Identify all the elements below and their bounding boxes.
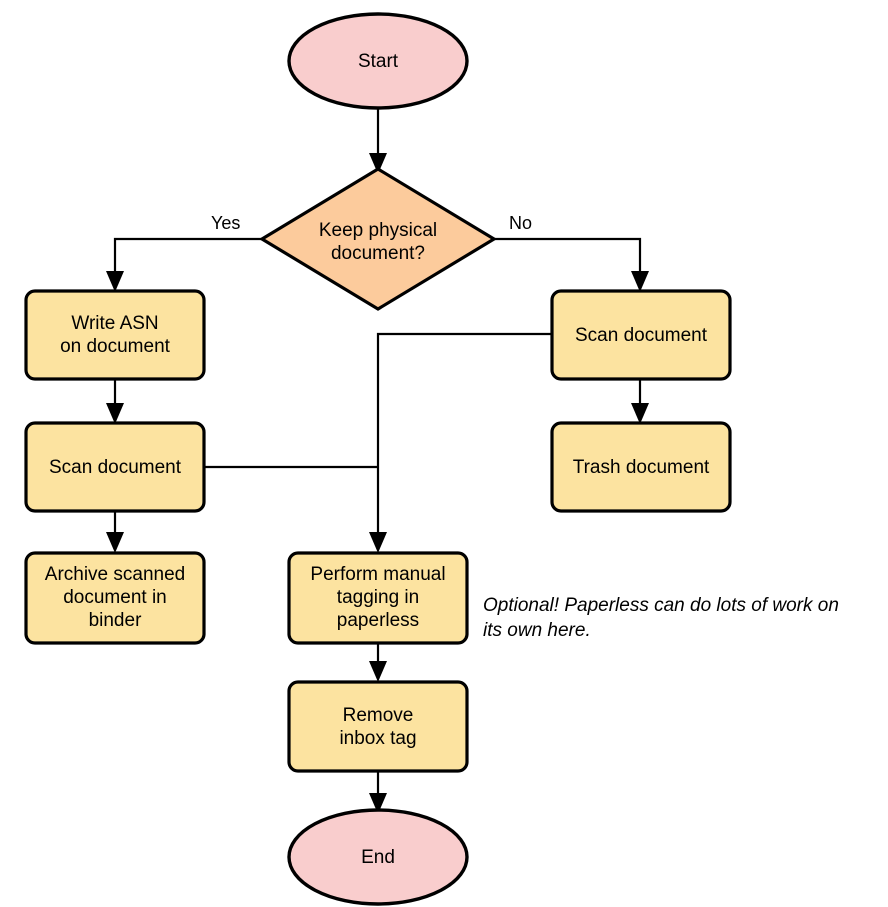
scan-document-left-box[interactable] xyxy=(24,421,206,513)
scan-document-right-box[interactable] xyxy=(550,289,732,381)
node-scan-document-right[interactable]: Scan document xyxy=(550,289,732,381)
edge-decision-no xyxy=(494,237,649,292)
node-write-asn[interactable]: Write ASN on document xyxy=(24,289,206,381)
edge-start-to-decision xyxy=(369,100,387,174)
start-label: Start xyxy=(358,51,399,72)
edge-removeinbox-to-end xyxy=(369,771,387,814)
edge-label-no: No xyxy=(509,213,532,233)
edge-scanleft-to-archive xyxy=(106,511,124,553)
scan-document-right-label: Scan document xyxy=(575,325,708,346)
decision-label-line1: Keep physical xyxy=(319,220,437,241)
manual-tagging-box[interactable] xyxy=(287,551,469,645)
annotation-note-line2: its own here. xyxy=(483,620,591,641)
edge-scanright-to-merge xyxy=(369,332,552,553)
edge-decision-yes xyxy=(106,237,262,292)
node-archive-binder[interactable]: Archive scanned document in binder xyxy=(24,551,206,645)
write-asn-label-line1: Write ASN xyxy=(71,313,158,334)
edge-label-yes: Yes xyxy=(211,213,240,233)
archive-binder-label-line1: Archive scanned xyxy=(45,564,185,585)
archive-binder-label-line2: document in xyxy=(63,587,167,608)
write-asn-box[interactable] xyxy=(24,289,206,381)
start-ellipse[interactable] xyxy=(287,12,469,110)
archive-binder-label-line3: binder xyxy=(89,610,142,631)
edge-writeasn-to-scanleft xyxy=(106,378,124,424)
trash-document-label: Trash document xyxy=(573,457,710,478)
write-asn-label-line2: on document xyxy=(60,336,171,357)
remove-inbox-tag-box[interactable] xyxy=(287,680,469,773)
node-manual-tagging[interactable]: Perform manual tagging in paperless xyxy=(287,551,469,645)
trash-document-box[interactable] xyxy=(550,421,732,513)
node-decision-keep-physical-document[interactable]: Keep physical document? xyxy=(258,167,498,311)
node-remove-inbox-tag[interactable]: Remove inbox tag xyxy=(287,680,469,773)
scan-document-left-label: Scan document xyxy=(49,457,182,478)
annotation-note-line1: Optional! Paperless can do lots of work … xyxy=(483,595,839,616)
end-ellipse[interactable] xyxy=(287,808,469,906)
archive-binder-box[interactable] xyxy=(24,551,206,645)
remove-inbox-tag-label-line2: inbox tag xyxy=(339,728,416,749)
node-start[interactable]: Start xyxy=(287,12,469,110)
node-end[interactable]: End xyxy=(287,808,469,906)
node-scan-document-left[interactable]: Scan document xyxy=(24,421,206,513)
decision-diamond[interactable] xyxy=(258,167,498,311)
decision-label-line2: document? xyxy=(331,243,425,264)
manual-tagging-label-line2: tagging in xyxy=(337,587,419,608)
edge-scanright-to-trash xyxy=(631,378,649,424)
edge-tagging-to-removeinbox xyxy=(369,643,387,682)
remove-inbox-tag-label-line1: Remove xyxy=(343,705,414,726)
manual-tagging-label-line1: Perform manual xyxy=(310,564,445,585)
manual-tagging-label-line3: paperless xyxy=(337,610,419,631)
node-trash-document[interactable]: Trash document xyxy=(550,421,732,513)
end-label: End xyxy=(361,847,395,868)
